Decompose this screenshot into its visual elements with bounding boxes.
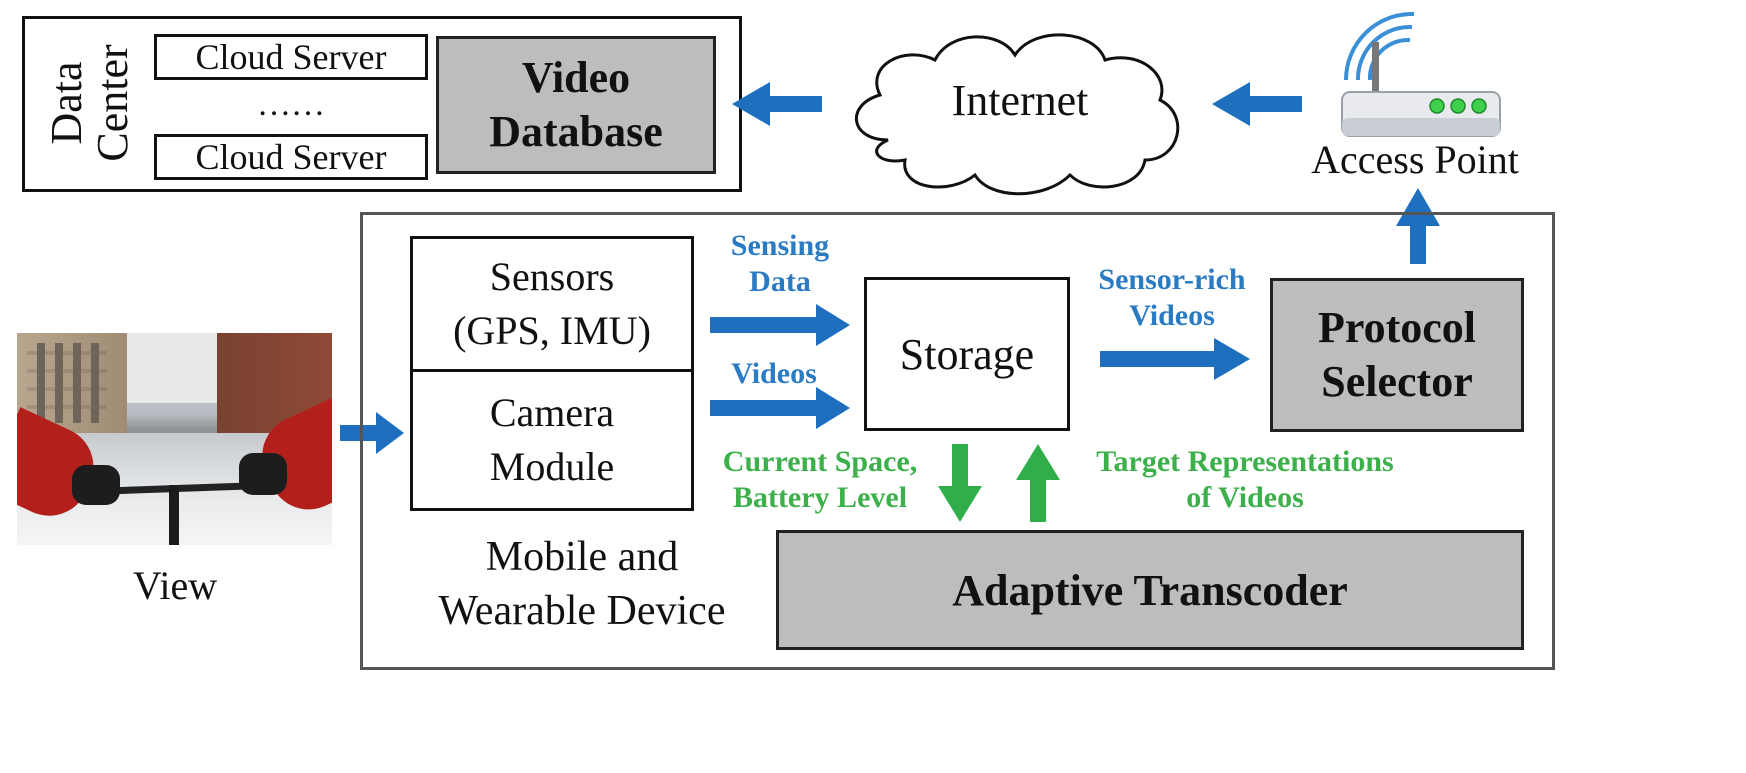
stem	[169, 485, 179, 545]
sensor-rich-line2: Videos	[1129, 299, 1215, 332]
access-point-label-text: Access Point	[1311, 136, 1519, 182]
arrow-storage-to-transcoder	[938, 444, 982, 522]
ellipsis: ……	[154, 82, 428, 128]
arrow-storage-to-protocol	[1100, 338, 1250, 380]
cloud-icon	[854, 33, 1180, 196]
current-space-label: Current Space, Battery Level	[700, 444, 940, 516]
access-point-label: Access Point	[1290, 136, 1540, 182]
arrow-sensing-to-storage	[710, 304, 850, 346]
device-label-line1: Mobile and	[485, 534, 679, 580]
video-database-line1: Video	[521, 53, 631, 102]
camera-line1: Camera	[489, 390, 615, 435]
view-label: View	[110, 560, 240, 610]
arrow-protocol-to-ap	[1396, 188, 1440, 264]
target-line2: of Videos	[1186, 481, 1304, 514]
sensor-rich-line1: Sensor-rich	[1098, 263, 1246, 296]
sensing-line1: Sensing	[730, 229, 830, 262]
video-database-line2: Database	[489, 107, 663, 156]
adaptive-transcoder-box: Adaptive Transcoder	[776, 530, 1524, 650]
device-label-line2: Wearable Device	[438, 588, 726, 634]
sky	[127, 333, 217, 403]
cloud-server-top-label: Cloud Server	[195, 37, 387, 77]
building-windows	[27, 343, 107, 423]
videos-label-text: Videos	[731, 357, 817, 390]
ellipsis-text: ……	[257, 86, 325, 123]
device-label: Mobile and Wearable Device	[392, 530, 772, 650]
internet-label-text: Internet	[951, 75, 1089, 125]
view-photo	[17, 333, 332, 545]
cloud-server-top: Cloud Server	[154, 34, 428, 80]
videos-label: Videos	[706, 356, 842, 392]
protocol-line2: Selector	[1321, 357, 1473, 406]
cloud-server-bottom: Cloud Server	[154, 134, 428, 180]
access-point-icon	[1341, 11, 1501, 137]
sensor-rich-videos-label: Sensor-rich Videos	[1074, 262, 1270, 334]
mobile-device-box	[360, 212, 1555, 670]
arrow-internet-to-datacenter	[732, 82, 822, 126]
sensors-box: Sensors (GPS, IMU)	[410, 236, 694, 372]
left-glove	[72, 465, 120, 505]
sensors-line2: (GPS, IMU)	[453, 308, 651, 353]
storage-label: Storage	[899, 329, 1035, 379]
arrow-ap-to-internet	[1212, 82, 1302, 126]
view-label-text: View	[132, 562, 218, 608]
arrow-videos-to-storage	[710, 387, 850, 429]
camera-line2: Module	[489, 444, 615, 489]
sensors-line1: Sensors	[489, 254, 615, 299]
storage-box: Storage	[864, 277, 1070, 431]
current-line1: Current Space,	[722, 445, 918, 478]
green-arrows	[938, 444, 1060, 522]
sensing-line2: Data	[749, 265, 811, 298]
target-representations-label: Target Representations of Videos	[1060, 444, 1430, 516]
current-line2: Battery Level	[732, 481, 908, 514]
camera-module-box: Camera Module	[410, 369, 694, 511]
protocol-line1: Protocol	[1317, 303, 1477, 352]
target-line1: Target Representations	[1096, 445, 1394, 478]
sensing-data-label: Sensing Data	[712, 228, 848, 300]
internet-label: Internet	[900, 70, 1140, 130]
arrow-transcoder-to-storage	[1016, 444, 1060, 522]
protocol-selector-box: Protocol Selector	[1270, 278, 1524, 432]
cloud-server-bottom-label: Cloud Server	[195, 137, 387, 177]
right-glove	[239, 453, 287, 495]
adaptive-transcoder-label: Adaptive Transcoder	[952, 565, 1348, 615]
video-database-box: Video Database	[436, 36, 716, 174]
